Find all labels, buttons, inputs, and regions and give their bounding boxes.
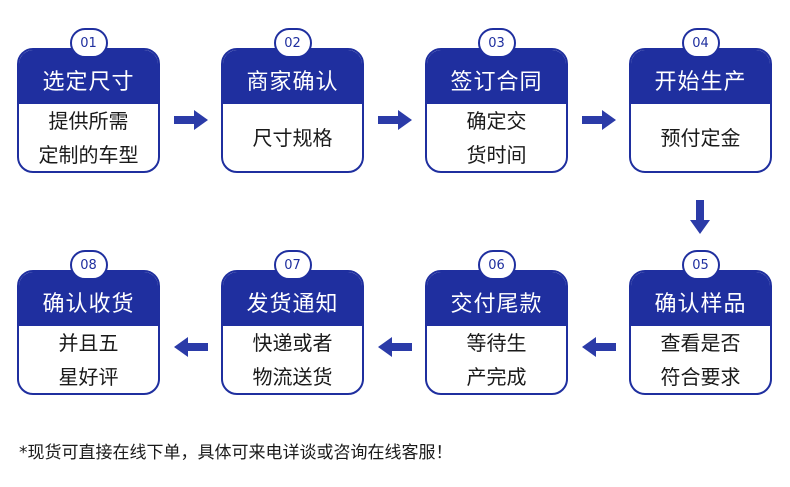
step-desc-line: 并且五 xyxy=(58,330,119,355)
step-description: 并且五 星好评 xyxy=(25,326,152,393)
step-desc-line: 等待生 xyxy=(466,330,527,355)
arrow-down-icon xyxy=(690,200,710,234)
step-card-03: 签订合同 确定交 货时间 03 xyxy=(425,28,568,173)
step-body: 签订合同 确定交 货时间 xyxy=(425,48,568,173)
step-description: 等待生 产完成 xyxy=(433,326,560,393)
step-card-07: 发货通知 快递或者 物流送货 07 xyxy=(221,250,364,395)
step-desc-line: 星好评 xyxy=(58,364,119,389)
step-card-05: 确认样品 查看是否 符合要求 05 xyxy=(629,250,772,395)
arrow-left-icon xyxy=(582,337,616,357)
step-body: 商家确认 尺寸规格 xyxy=(221,48,364,173)
step-desc-line: 符合要求 xyxy=(660,364,741,389)
step-body: 选定尺寸 提供所需 定制的车型 xyxy=(17,48,160,173)
step-body: 交付尾款 等待生 产完成 xyxy=(425,270,568,395)
step-title: 选定尺寸 xyxy=(19,50,158,104)
arrow-right-icon xyxy=(378,110,412,130)
step-number-badge: 03 xyxy=(477,28,516,58)
step-title: 交付尾款 xyxy=(427,272,566,326)
step-number-badge: 06 xyxy=(477,250,516,280)
step-card-04: 开始生产 预付定金 04 xyxy=(629,28,772,173)
step-title: 签订合同 xyxy=(427,50,566,104)
step-card-01: 选定尺寸 提供所需 定制的车型 01 xyxy=(17,28,160,173)
step-description: 快递或者 物流送货 xyxy=(229,326,356,393)
step-card-02: 商家确认 尺寸规格 02 xyxy=(221,28,364,173)
step-desc-line: 定制的车型 xyxy=(38,142,139,167)
step-number-badge: 07 xyxy=(273,250,312,280)
step-desc-line: 尺寸规格 xyxy=(252,125,333,150)
step-desc-line: 预付定金 xyxy=(660,125,741,150)
step-number-badge: 02 xyxy=(273,28,312,58)
step-body: 确认收货 并且五 星好评 xyxy=(17,270,160,395)
step-desc-line: 确定交 xyxy=(466,108,527,133)
step-desc-line: 物流送货 xyxy=(252,364,333,389)
footer-note: *现货可直接在线下单，具体可来电详谈或咨询在线客服！ xyxy=(19,443,453,463)
step-body: 开始生产 预付定金 xyxy=(629,48,772,173)
step-description: 确定交 货时间 xyxy=(433,104,560,171)
step-number-badge: 05 xyxy=(681,250,720,280)
step-title: 商家确认 xyxy=(223,50,362,104)
step-body: 确认样品 查看是否 符合要求 xyxy=(629,270,772,395)
arrow-right-icon xyxy=(582,110,616,130)
step-desc-line: 货时间 xyxy=(466,142,527,167)
step-number-badge: 04 xyxy=(681,28,720,58)
step-desc-line: 查看是否 xyxy=(660,330,741,355)
step-title: 确认样品 xyxy=(631,272,770,326)
step-description: 提供所需 定制的车型 xyxy=(25,104,152,171)
arrow-right-icon xyxy=(174,110,208,130)
step-card-08: 确认收货 并且五 星好评 08 xyxy=(17,250,160,395)
arrow-left-icon xyxy=(174,337,208,357)
step-title: 开始生产 xyxy=(631,50,770,104)
step-number-badge: 08 xyxy=(69,250,108,280)
arrow-left-icon xyxy=(378,337,412,357)
step-desc-line: 快递或者 xyxy=(252,330,333,355)
step-description: 预付定金 xyxy=(637,104,764,171)
step-title: 确认收货 xyxy=(19,272,158,326)
step-description: 尺寸规格 xyxy=(229,104,356,171)
step-title: 发货通知 xyxy=(223,272,362,326)
step-body: 发货通知 快递或者 物流送货 xyxy=(221,270,364,395)
step-number-badge: 01 xyxy=(69,28,108,58)
step-card-06: 交付尾款 等待生 产完成 06 xyxy=(425,250,568,395)
step-desc-line: 提供所需 xyxy=(48,108,129,133)
step-description: 查看是否 符合要求 xyxy=(637,326,764,393)
step-desc-line: 产完成 xyxy=(466,364,527,389)
